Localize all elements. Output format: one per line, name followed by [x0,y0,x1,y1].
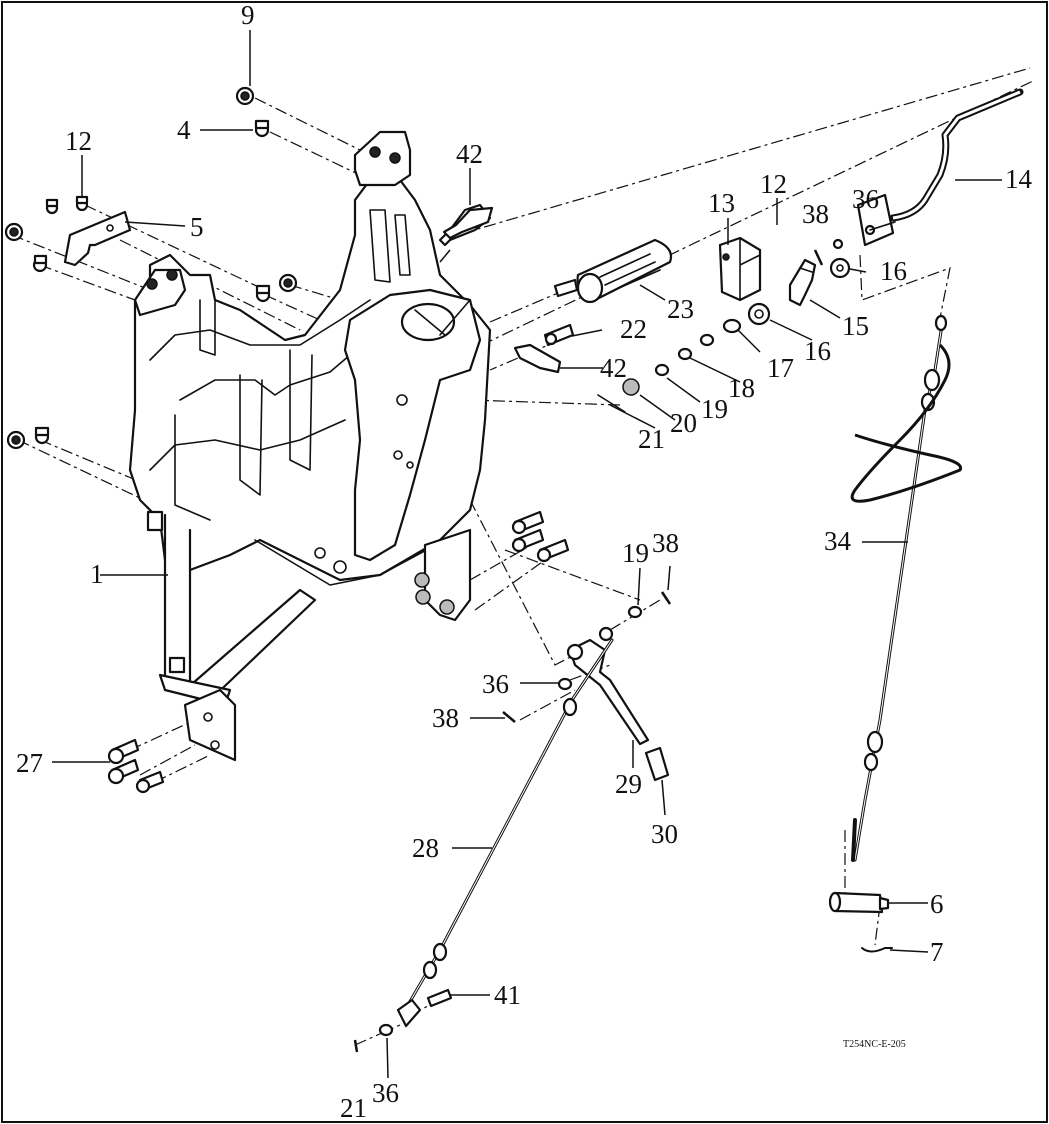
callout-18: 18 [728,373,755,403]
callout-28: 28 [412,833,439,863]
lever-bracket-15 [788,258,817,307]
callout-21-lower: 21 [340,1093,367,1123]
callout-19-lower: 19 [622,538,649,568]
cable-34 [850,314,963,862]
callout-27: 27 [16,748,43,778]
callout-34: 34 [824,526,852,556]
cable-28 [396,638,614,1028]
callout-12-right: 12 [760,169,787,199]
bracket-5 [63,210,132,267]
callout-16-upper: 16 [880,256,907,286]
callout-9: 9 [241,0,255,30]
callout-13: 13 [708,188,735,218]
callout-22: 22 [620,314,647,344]
callout-36-top: 36 [852,184,879,214]
pins [353,249,824,1053]
callout-29: 29 [615,769,642,799]
callout-17: 17 [767,353,794,383]
callout-23: 23 [667,294,694,324]
callout-4: 4 [177,115,191,145]
callout-6: 6 [930,889,944,919]
callout-14: 14 [1005,164,1033,194]
lever-29 [566,626,670,782]
callout-38-mid: 38 [652,528,679,558]
leader-lines [52,30,1002,1079]
callout-21-upper: 21 [638,424,665,454]
clip-42-upper [442,206,494,240]
callout-36-mid: 36 [482,669,509,699]
callout-30: 30 [651,819,678,849]
callout-15: 15 [842,311,869,341]
callout-36-lower: 36 [372,1078,399,1108]
callout-20: 20 [670,408,697,438]
drawing-code: T254NC-E-205 [843,1039,906,1050]
callout-7: 7 [930,937,944,967]
callout-19-upper: 19 [701,394,728,424]
callout-38-low: 38 [432,703,459,733]
callout-16-lower: 16 [804,336,831,366]
callout-labels: 9 4 12 5 42 1 27 12 13 38 36 14 16 15 16… [16,0,1033,1123]
washers [378,238,851,1037]
callout-42-top: 42 [456,139,483,169]
callout-42-mid: 42 [600,353,627,383]
assembly-lines [11,67,1036,1046]
clip-42-lower [513,343,562,374]
pedal-pad-23 [553,238,673,304]
pin-6 [828,891,893,953]
rod-14 [856,88,1024,247]
hardware [4,86,570,794]
callout-1: 1 [90,559,104,589]
callout-5: 5 [190,212,204,242]
callout-41: 41 [494,980,521,1010]
callout-38-top: 38 [802,199,829,229]
callout-12-left: 12 [65,126,92,156]
switch-13 [718,236,762,302]
screw-22 [543,323,575,347]
